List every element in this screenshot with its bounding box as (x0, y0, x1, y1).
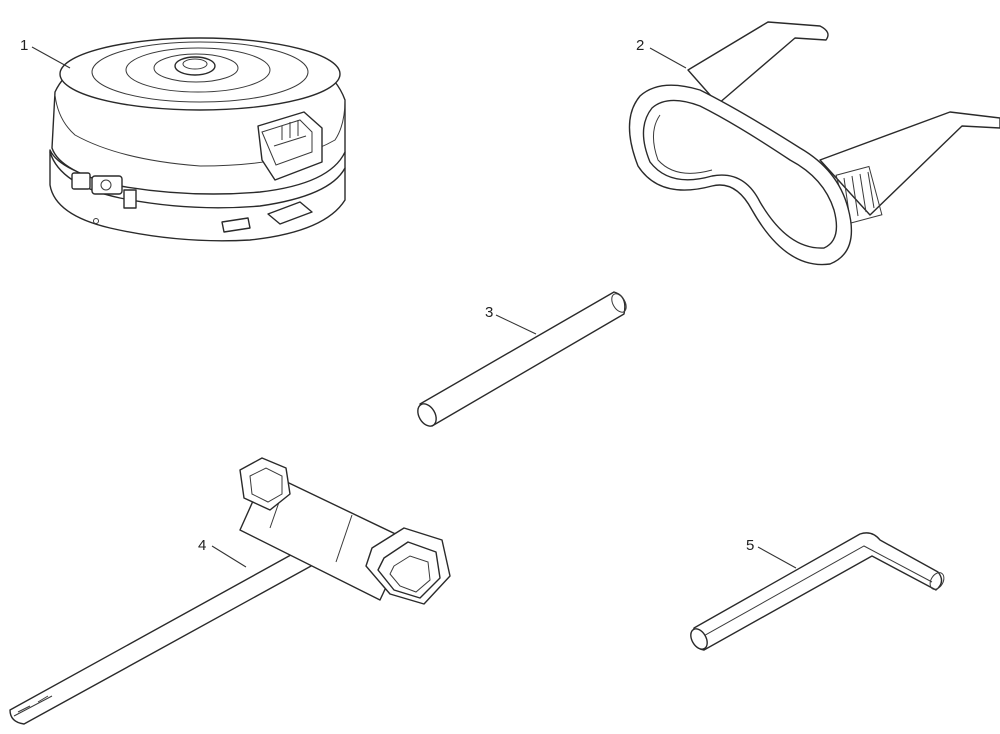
locking-pin-part (417, 291, 627, 427)
callout-4: 4 (198, 537, 206, 554)
leader-line-3 (495, 314, 537, 335)
leader-line-2 (649, 47, 687, 69)
leader-line-4 (211, 545, 247, 568)
hex-key-part (690, 532, 945, 651)
leader-line-5 (757, 546, 797, 569)
trimmer-head-part (49, 37, 346, 242)
leader-line-1 (31, 46, 71, 69)
safety-goggles-part (628, 21, 1000, 266)
callout-2: 2 (636, 37, 644, 54)
callout-5: 5 (746, 537, 754, 554)
callout-3: 3 (485, 304, 493, 321)
callout-1: 1 (20, 37, 28, 54)
t-wrench-part (9, 457, 451, 725)
